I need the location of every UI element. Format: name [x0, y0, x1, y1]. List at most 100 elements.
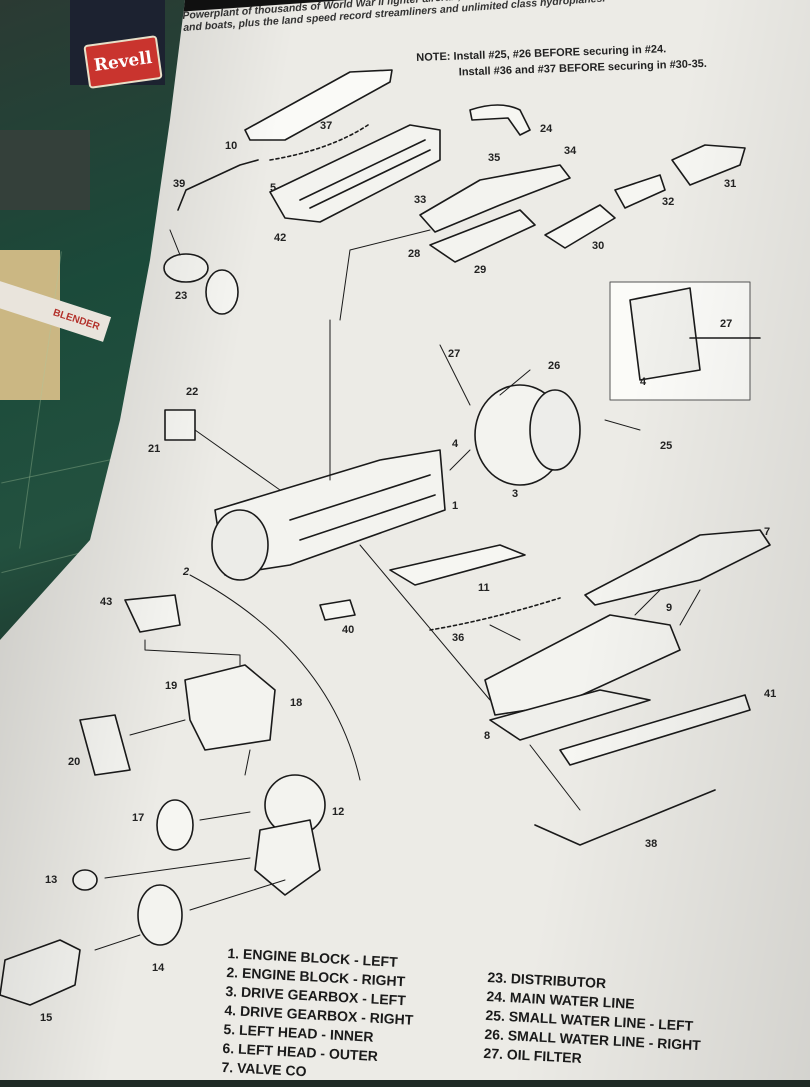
inset-part-4 — [629, 287, 701, 381]
legend-item: 7. VALVE CO — [221, 1058, 307, 1080]
part-37-line — [269, 124, 369, 161]
part-31 — [671, 144, 746, 186]
callout-2: 2 — [183, 566, 190, 578]
part-17 — [156, 799, 194, 851]
part-38 — [534, 789, 716, 846]
legend-item: 25. SMALL WATER LINE - LEFT — [485, 1006, 694, 1034]
callout-21: 21 — [148, 443, 161, 455]
part-left-head — [269, 124, 441, 223]
legend-item: 5. LEFT HEAD - INNER — [223, 1020, 374, 1045]
background-object-tan — [0, 250, 60, 400]
callout-13: 13 — [45, 874, 58, 886]
callout-4-inset: 4 — [640, 376, 647, 388]
part-15 — [0, 939, 81, 1006]
callout-3: 3 — [512, 488, 519, 500]
header-band — [175, 0, 810, 12]
part-engine-block-detail — [289, 474, 436, 541]
callout-15: 15 — [40, 1012, 53, 1024]
callout-23: 23 — [175, 290, 188, 302]
callout-10: 10 — [225, 140, 238, 152]
assembly-note: NOTE: Install #25, #26 BEFORE securing i… — [416, 40, 707, 82]
intro-text: Powerplant of thousands of World War II … — [182, 0, 732, 34]
part-engine-block — [214, 449, 446, 576]
part-40 — [319, 599, 356, 621]
parts-legend-right: 23. DISTRIBUTOR 24. MAIN WATER LINE 25. … — [483, 968, 704, 1074]
callout-22: 22 — [186, 386, 199, 398]
callout-9: 9 — [666, 602, 673, 614]
callout-29: 29 — [474, 264, 487, 276]
callout-41: 41 — [764, 688, 777, 700]
legend-item: 26. SMALL WATER LINE - RIGHT — [484, 1025, 702, 1054]
callout-5: 5 — [270, 182, 277, 194]
callout-17: 17 — [132, 812, 145, 824]
callout-39: 39 — [173, 178, 186, 190]
part-13 — [72, 869, 98, 891]
callout-25: 25 — [660, 440, 673, 452]
part-drive-gearbox — [474, 384, 566, 486]
callout-27-inset: 27 — [720, 318, 733, 330]
legend-item: 3. DRIVE GEARBOX - LEFT — [225, 982, 407, 1009]
legend-item: 1. ENGINE BLOCK - LEFT — [227, 944, 399, 970]
part-manifold-28 — [429, 209, 536, 263]
callout-43: 43 — [100, 596, 113, 608]
legend-item: 27. OIL FILTER — [483, 1044, 583, 1067]
inset-box — [609, 281, 751, 401]
callout-40: 40 — [342, 624, 355, 636]
callout-42: 42 — [274, 232, 287, 244]
part-11 — [389, 544, 526, 586]
callout-35: 35 — [488, 152, 501, 164]
part-drive-gearbox-rear — [529, 389, 581, 471]
part-valve-cover — [244, 69, 393, 141]
part-19 — [184, 664, 276, 751]
callout-20: 20 — [68, 756, 81, 768]
part-32 — [614, 174, 666, 209]
callout-31: 31 — [724, 178, 737, 190]
legend-item: 4. DRIVE GEARBOX - RIGHT — [224, 1001, 414, 1028]
callout-36: 36 — [452, 632, 465, 644]
legend-item: 23. DISTRIBUTOR — [487, 968, 607, 992]
part-manifold-33 — [419, 164, 571, 233]
part-head-9 — [484, 614, 681, 716]
parts-legend-left: 1. ENGINE BLOCK - LEFT 2. ENGINE BLOCK -… — [221, 944, 417, 1080]
part-valve-cover-7 — [584, 529, 771, 606]
callout-33: 33 — [414, 194, 427, 206]
part-14 — [137, 884, 183, 946]
note-line-1: NOTE: Install #25, #26 BEFORE securing i… — [416, 43, 667, 64]
callout-32: 32 — [662, 196, 675, 208]
callout-37: 37 — [320, 120, 333, 132]
callout-26: 26 — [548, 360, 561, 372]
part-12 — [264, 774, 326, 836]
callout-38: 38 — [645, 838, 658, 850]
part-36 — [429, 597, 561, 631]
leader-lines — [94, 229, 701, 951]
callout-30: 30 — [592, 240, 605, 252]
callout-18: 18 — [290, 697, 303, 709]
legend-item: 6. LEFT HEAD - OUTER — [222, 1039, 379, 1064]
callout-11: 11 — [478, 582, 490, 594]
part-distributor — [163, 253, 209, 283]
callout-12: 12 — [332, 806, 345, 818]
callout-27: 27 — [448, 348, 461, 360]
part-21 — [164, 409, 196, 441]
part-distributor-body — [205, 269, 239, 315]
part-left-head-detail — [299, 139, 431, 209]
part-engine-block-front — [211, 509, 269, 581]
callout-4: 4 — [452, 438, 459, 450]
legend-item: 24. MAIN WATER LINE — [486, 987, 636, 1012]
part-41 — [559, 694, 751, 766]
part-main-water-line — [469, 104, 531, 136]
callout-1: 1 — [452, 500, 459, 512]
part-head-8 — [489, 689, 651, 741]
callout-8: 8 — [484, 730, 491, 742]
callout-24: 24 — [540, 123, 553, 135]
callout-34: 34 — [564, 145, 577, 157]
part-20 — [79, 714, 131, 776]
callout-19: 19 — [165, 680, 178, 692]
background-object — [0, 130, 90, 210]
legend-item: 2. ENGINE BLOCK - RIGHT — [226, 963, 406, 990]
part-gearbox-cover — [254, 819, 321, 896]
note-line-2: Install #36 and #37 BEFORE securing in #… — [458, 57, 708, 79]
callout-7: 7 — [764, 526, 771, 538]
part-43 — [124, 594, 181, 633]
